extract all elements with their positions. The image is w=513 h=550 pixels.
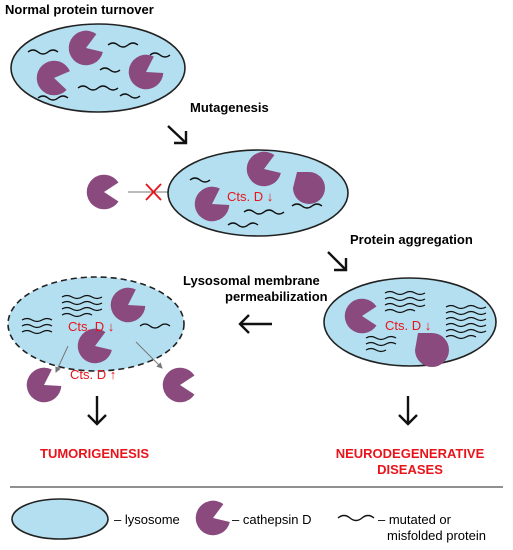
arrow-down-tumor: [87, 396, 107, 426]
release-arrow-right: [135, 341, 163, 369]
outcome-tumorigenesis: TUMORIGENESIS: [40, 446, 149, 461]
cathepsin-icon: [20, 362, 66, 409]
legend-lysosome-label: – lysosome: [114, 512, 180, 527]
arrow-mutagenesis: [167, 125, 188, 145]
protein-aggregate: [21, 294, 171, 335]
outcome-diseases: DISEASES: [377, 462, 443, 477]
legend-lysosome-swatch: [11, 498, 109, 540]
cathepsin-icon: [162, 367, 195, 403]
legend-protein-squiggle: [337, 514, 375, 522]
protein-squiggles: [27, 42, 171, 101]
arrow-lmp: [238, 314, 272, 334]
label-cts-d-decrease: Cts. D ↓: [68, 319, 114, 334]
legend-protein-label-2: misfolded protein: [387, 528, 486, 543]
arrow-protein-aggregation: [327, 251, 348, 272]
legend-protein-label-1: – mutated or: [378, 512, 452, 527]
release-arrow-left: [55, 345, 69, 373]
label-cts-d-decrease: Cts. D ↓: [227, 189, 273, 204]
lysosome-permeabilized: [7, 276, 185, 372]
label-lmp-line2: permeabilization: [225, 289, 328, 304]
arrow-down-neuro: [398, 396, 418, 426]
label-protein-aggregation: Protein aggregation: [350, 232, 473, 247]
cathepsin-icon: [86, 174, 119, 210]
cathepsin-icon: [415, 333, 449, 367]
title-normal-turnover: Normal protein turnover: [5, 2, 154, 17]
cathepsin-icon: [293, 172, 325, 204]
outcome-neurodegenerative: NEURODEGENERATIVE: [336, 446, 485, 461]
label-mutagenesis: Mutagenesis: [190, 100, 269, 115]
lysosome-normal: [10, 23, 186, 113]
legend-cathepsin-label: – cathepsin D: [232, 512, 312, 527]
block-cross-icon: [145, 183, 162, 201]
label-cts-d-decrease: Cts. D ↓: [385, 318, 431, 333]
label-lmp-line1: Lysosomal membrane: [183, 273, 320, 288]
legend-cathepsin-icon: [190, 496, 233, 541]
protein-aggregate: [365, 290, 487, 353]
label-cts-d-increase: Cts. D ↑: [70, 367, 116, 382]
protein-squiggles: [189, 177, 323, 228]
